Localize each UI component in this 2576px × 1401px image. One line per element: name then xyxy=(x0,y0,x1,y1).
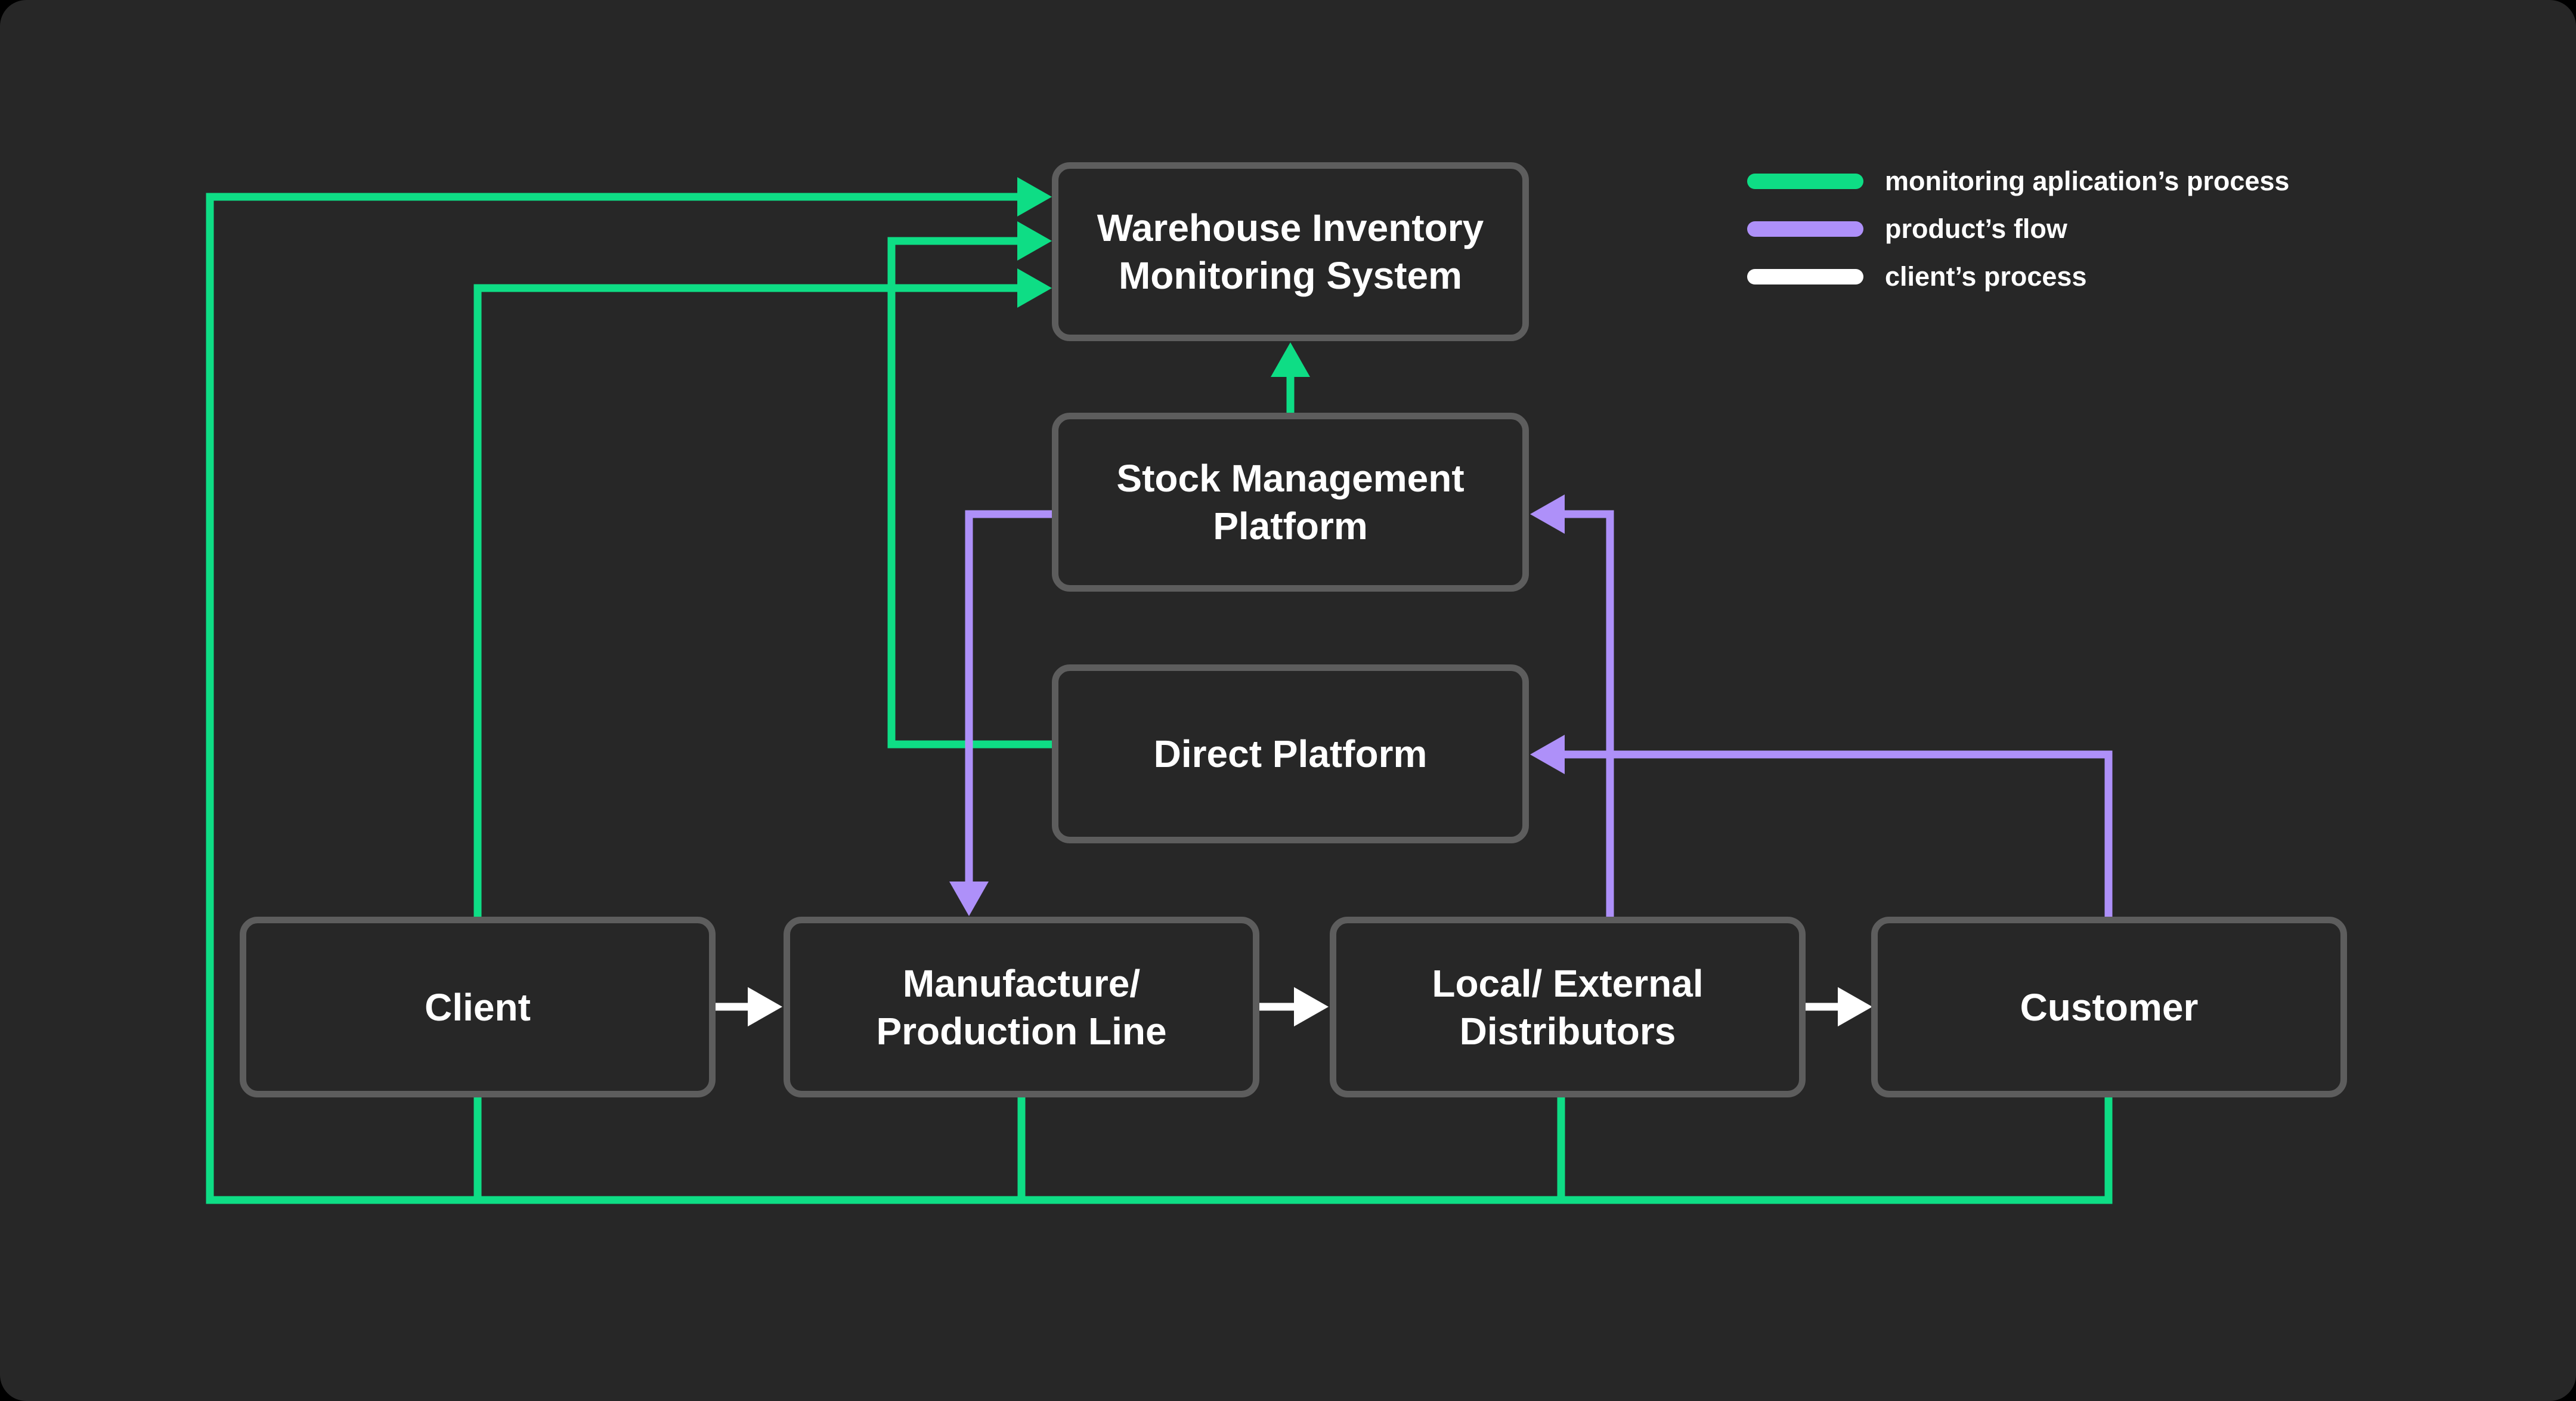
arrowhead-into-warehouse-2 xyxy=(1017,221,1052,261)
legend-label: product’s flow xyxy=(1885,214,2067,244)
node-warehouse-inventory-monitoring-system: Warehouse Inventory Monitoring System xyxy=(1052,162,1529,341)
arrowhead-stock-to-warehouse xyxy=(1271,342,1310,377)
node-stock-management-platform: Stock Management Platform xyxy=(1052,413,1529,592)
legend-label: monitoring aplication’s process xyxy=(1885,166,2290,196)
arrowhead-stock-to-manufacture xyxy=(949,882,989,916)
arrowhead-into-warehouse-3 xyxy=(1017,268,1052,308)
node-manufacture-production-line: Manufacture/ Production Line xyxy=(784,917,1259,1097)
legend-label: client’s process xyxy=(1885,261,2087,292)
arrowhead-manufacture-to-distributors xyxy=(1294,987,1329,1026)
arrowhead-distributors-to-customer xyxy=(1838,987,1872,1026)
arrowhead-customer-to-direct xyxy=(1530,735,1565,774)
product-flow-lines xyxy=(949,494,2113,917)
arrowhead-into-warehouse-1 xyxy=(1017,177,1052,217)
node-label: Manufacture/ Production Line xyxy=(876,961,1167,1053)
node-label: Stock Management Platform xyxy=(1116,457,1465,548)
node-label: Client xyxy=(425,985,531,1029)
node-local-external-distributors: Local/ External Distributors xyxy=(1330,917,1806,1097)
legend-swatch-purple xyxy=(1747,221,1863,237)
node-label: Direct Platform xyxy=(1153,732,1428,775)
client-process-lines xyxy=(716,987,1872,1026)
legend-swatch-white xyxy=(1747,269,1863,284)
arrowhead-client-to-manufacture xyxy=(748,987,782,1026)
node-label: Warehouse Inventory Monitoring System xyxy=(1097,206,1484,297)
node-direct-platform: Direct Platform xyxy=(1052,664,1529,843)
legend-row-product: product’s flow xyxy=(1747,205,2289,253)
legend-swatch-green xyxy=(1747,174,1863,189)
arrowhead-distributors-to-stock xyxy=(1530,494,1565,534)
node-label: Customer xyxy=(2020,985,2199,1029)
node-client: Client xyxy=(240,917,716,1097)
node-label: Local/ External Distributors xyxy=(1432,961,1704,1053)
legend: monitoring aplication’s process product’… xyxy=(1747,157,2289,301)
node-customer: Customer xyxy=(1871,917,2347,1097)
legend-row-client: client’s process xyxy=(1747,253,2289,301)
legend-row-monitoring: monitoring aplication’s process xyxy=(1747,157,2289,205)
